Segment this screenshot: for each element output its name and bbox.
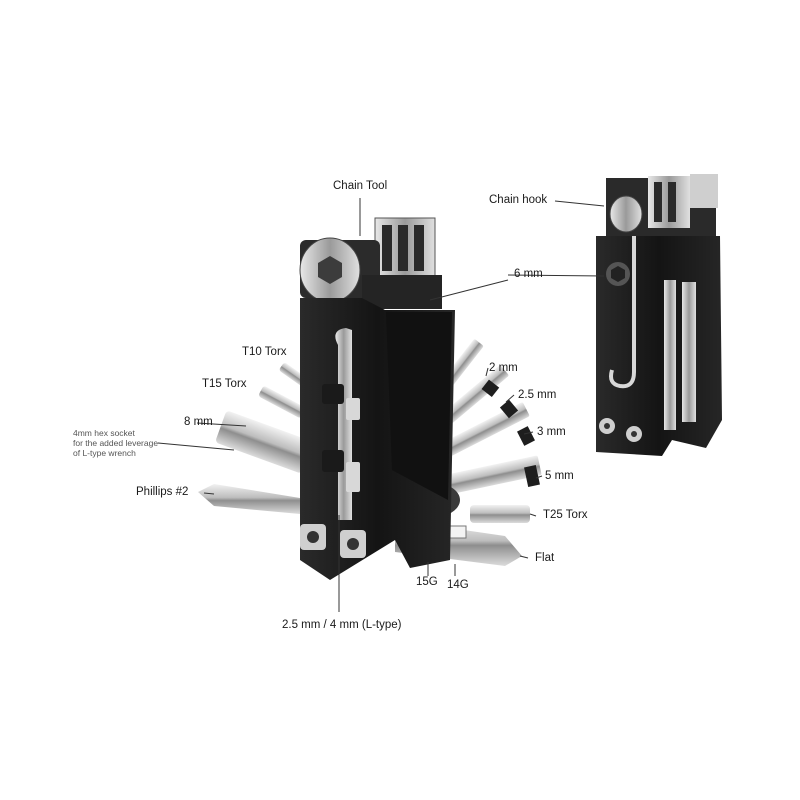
label-2mm: 2 mm <box>489 362 518 374</box>
label-t25-torx: T25 Torx <box>543 509 588 521</box>
label-t10-torx: T10 Torx <box>242 346 287 358</box>
note-hex-socket-line3: of L-type wrench <box>73 448 136 458</box>
label-5mm: 5 mm <box>545 470 574 482</box>
label-l-type: 2.5 mm / 4 mm (L-type) <box>282 619 402 631</box>
label-15g: 15G <box>416 576 438 588</box>
note-hex-socket-line2: for the added leverage <box>73 438 159 448</box>
leader-lines <box>157 198 605 612</box>
label-2-5mm: 2.5 mm <box>518 389 557 401</box>
tool-body-back <box>596 174 722 456</box>
label-phillips: Phillips #2 <box>136 486 189 498</box>
label-chain-hook: Chain hook <box>489 194 548 206</box>
label-14g: 14G <box>447 579 469 591</box>
tool-body-front <box>300 298 455 580</box>
label-t15-torx: T15 Torx <box>202 378 247 390</box>
label-3mm: 3 mm <box>537 426 566 438</box>
label-6mm: 6 mm <box>514 268 543 280</box>
label-8mm: 8 mm <box>184 416 213 428</box>
label-chain-tool: Chain Tool <box>333 180 388 192</box>
note-hex-socket-line1: 4mm hex socket <box>73 428 135 438</box>
label-flat: Flat <box>535 552 555 564</box>
chain-tool-head <box>299 217 442 309</box>
